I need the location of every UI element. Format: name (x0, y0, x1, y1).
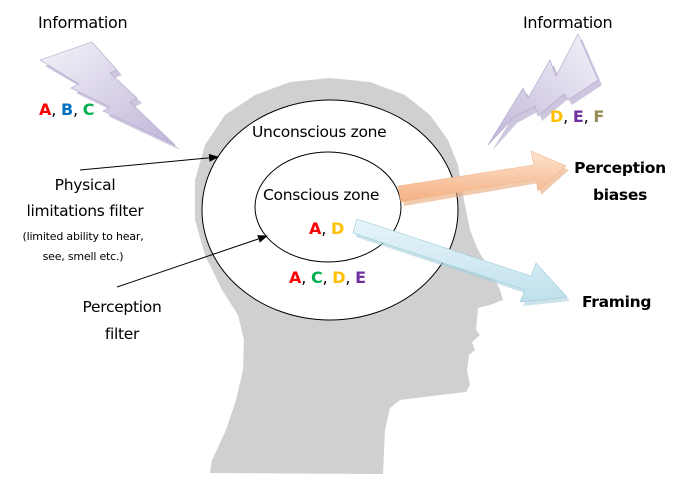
letter-c: C (82, 100, 95, 119)
letter-d: D (550, 107, 564, 126)
information-bolt-left (39, 41, 180, 150)
perception-filter-label: Perception filter (62, 294, 182, 348)
perception-biases-label: Perception biases (565, 155, 675, 209)
perception-filter-line1: Perception (82, 298, 162, 316)
letter-a: A (309, 219, 322, 238)
letter-b: B (60, 100, 73, 119)
conscious-zone-ellipse (254, 151, 402, 263)
information-title-left: Information (38, 13, 128, 32)
conscious-zone-label: Conscious zone (263, 186, 380, 204)
letter-separator: , (321, 219, 331, 238)
unconscious-zone-letters: A, C, D, E (289, 268, 366, 287)
perception-biases-line1: Perception (574, 159, 666, 177)
information-bolt-right (487, 33, 602, 151)
letter-f: F (593, 107, 605, 126)
letter-d: D (330, 219, 345, 238)
perception-biases-line2: biases (592, 186, 648, 204)
physical-filter-pointer (79, 153, 219, 171)
physical-filter-line2: limitations filter (26, 202, 144, 220)
letter-d: D (332, 268, 346, 287)
letter-e: E (355, 268, 366, 287)
letter-separator: , (563, 107, 573, 126)
physical-filter-line1: Physical (54, 176, 116, 194)
letter-separator: , (301, 268, 311, 287)
unconscious-zone-label: Unconscious zone (252, 123, 387, 141)
perception-filter-pointer (116, 235, 268, 288)
letter-separator: , (322, 268, 333, 287)
letter-separator: , (51, 100, 61, 119)
physical-filter-label: Physical limitations filter (0, 172, 170, 224)
information-letters-right: D, E, F (550, 107, 604, 126)
letter-a: A (289, 268, 302, 287)
letter-c: C (310, 268, 323, 287)
framing-label: Framing (582, 293, 652, 311)
letter-separator: , (345, 268, 356, 287)
information-title-right: Information (523, 13, 613, 32)
framing-arrow (352, 218, 570, 306)
physical-filter-note-line2: see, smell etc.) (42, 250, 124, 263)
information-letters-left: A, B, C (39, 100, 94, 119)
physical-filter-note: (limited ability to hear, see, smell etc… (8, 227, 158, 267)
letter-e: E (572, 107, 584, 126)
letter-separator: , (583, 107, 594, 126)
letter-a: A (39, 100, 52, 119)
perception-filter-line2: filter (104, 325, 140, 343)
perception-biases-arrow (397, 150, 569, 206)
conscious-zone-letters: A, D (309, 219, 344, 238)
physical-filter-note-line1: (limited ability to hear, (22, 230, 144, 243)
letter-separator: , (72, 100, 83, 119)
